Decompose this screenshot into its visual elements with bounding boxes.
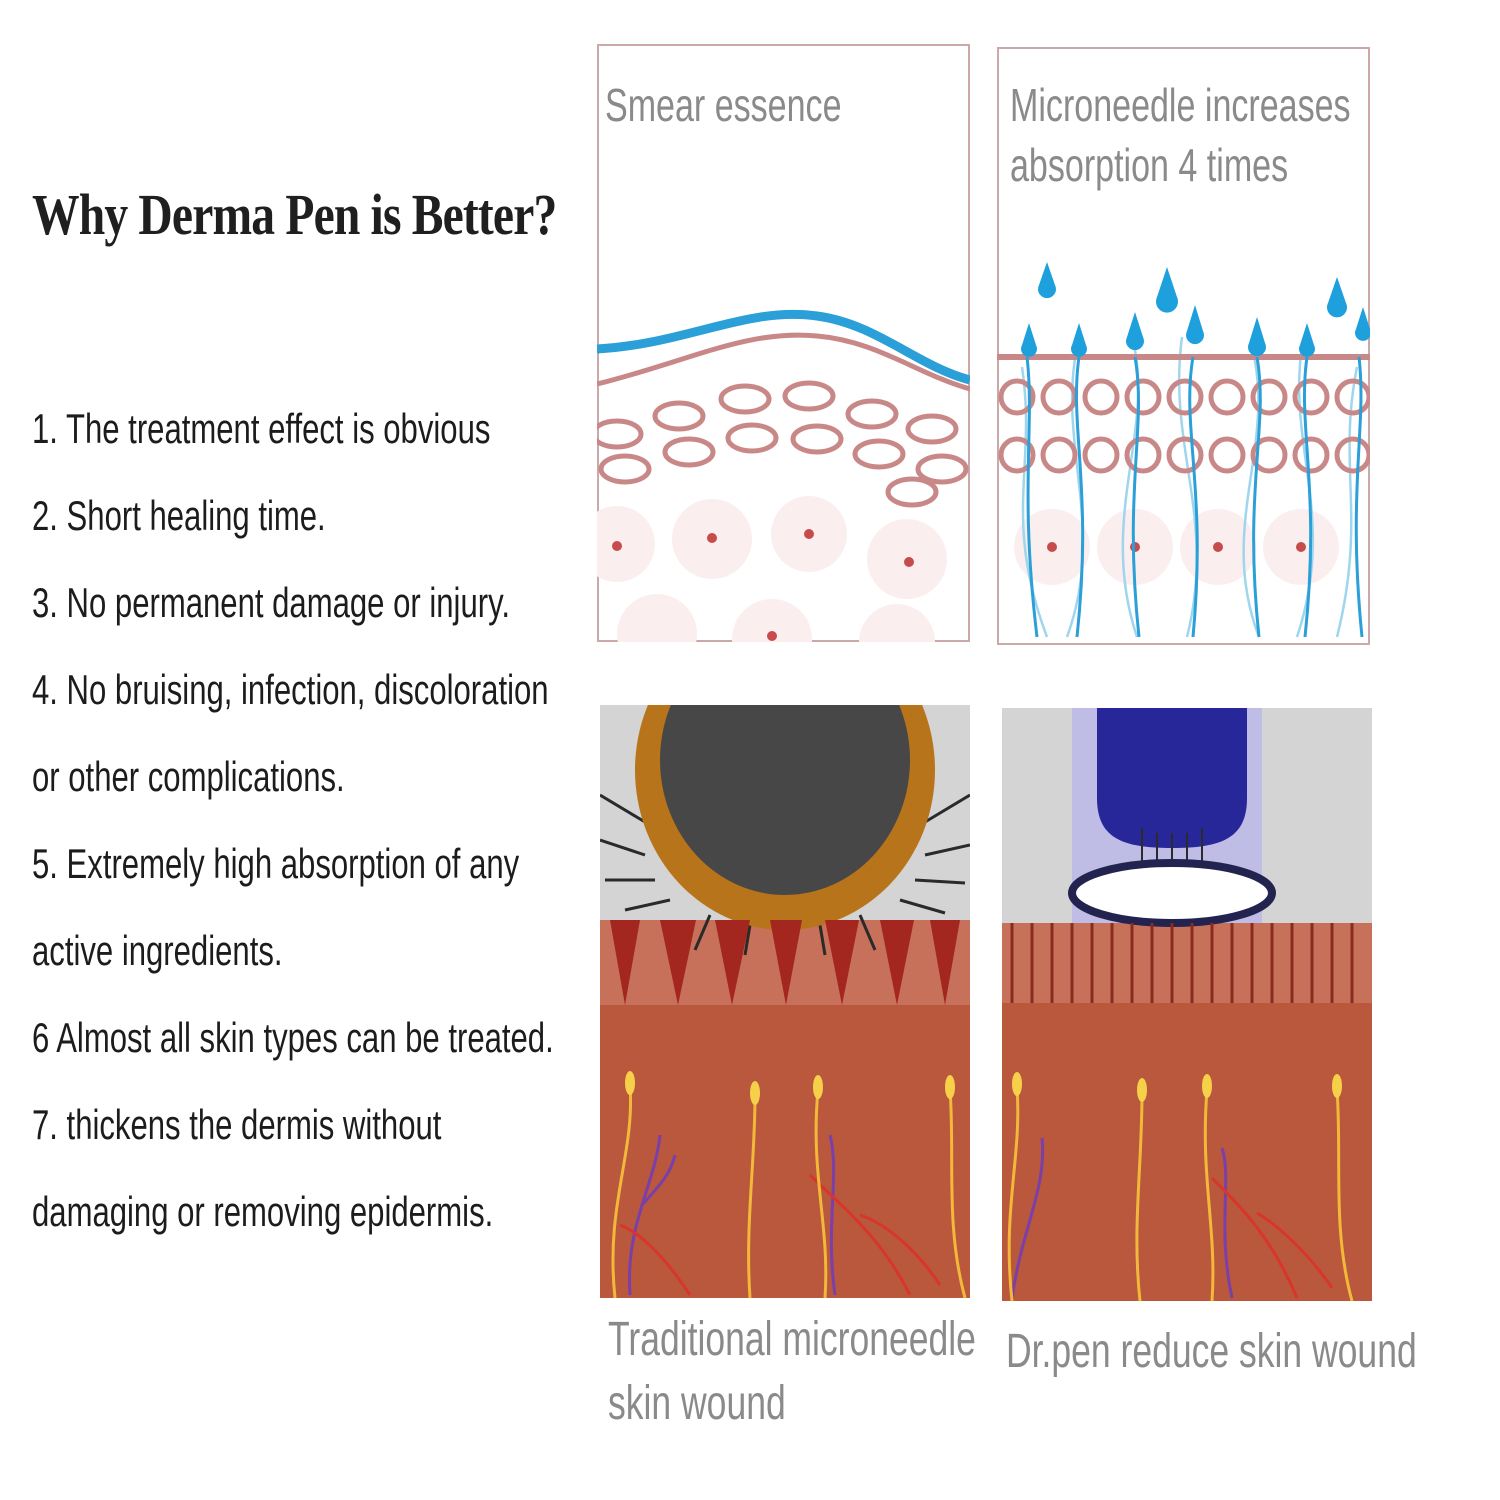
microneedle-caption-line1: Microneedle increases	[1010, 79, 1351, 131]
benefits-list: 1. The treatment effect is obvious 2. Sh…	[32, 385, 592, 1255]
benefit-line: 2. Short healing time.	[32, 492, 326, 539]
benefit-line: 6 Almost all skin types can be treated.	[32, 1014, 554, 1061]
benefit-line: 1. The treatment effect is obvious	[32, 405, 491, 452]
microneedle-caption-line2: absorption 4 times	[1010, 139, 1289, 191]
benefit-line: damaging or removing epidermis.	[32, 1188, 494, 1235]
benefit-line: 7. thickens the dermis without	[32, 1101, 442, 1148]
smear-essence-illustration	[597, 44, 970, 642]
traditional-microneedle-panel	[600, 705, 970, 1298]
smear-essence-caption: Smear essence	[605, 79, 842, 131]
microneedle-absorption-illustration	[997, 47, 1370, 645]
page-title: Why Derma Pen is Better?	[32, 182, 557, 247]
drpen-illustration	[1002, 708, 1372, 1301]
traditional-caption-line2: skin wound	[608, 1377, 786, 1430]
smear-essence-panel	[597, 44, 970, 642]
benefit-line: or other complications.	[32, 753, 345, 800]
traditional-caption-line1: Traditional microneedle	[608, 1313, 976, 1366]
microneedle-absorption-panel	[997, 47, 1370, 645]
microneedle-caption: Microneedle increases absorption 4 times	[1010, 75, 1365, 195]
drpen-caption: Dr.pen reduce skin wound	[1006, 1325, 1417, 1378]
benefit-line: 3. No permanent damage or injury.	[32, 579, 510, 626]
traditional-caption: Traditional microneedle skin wound	[608, 1308, 976, 1436]
traditional-microneedle-illustration	[600, 705, 970, 1298]
benefit-line: 4. No bruising, infection, discoloration	[32, 666, 549, 713]
benefit-line: active ingredients.	[32, 927, 283, 974]
drpen-panel	[1002, 708, 1372, 1301]
benefit-line: 5. Extremely high absorption of any	[32, 840, 520, 887]
